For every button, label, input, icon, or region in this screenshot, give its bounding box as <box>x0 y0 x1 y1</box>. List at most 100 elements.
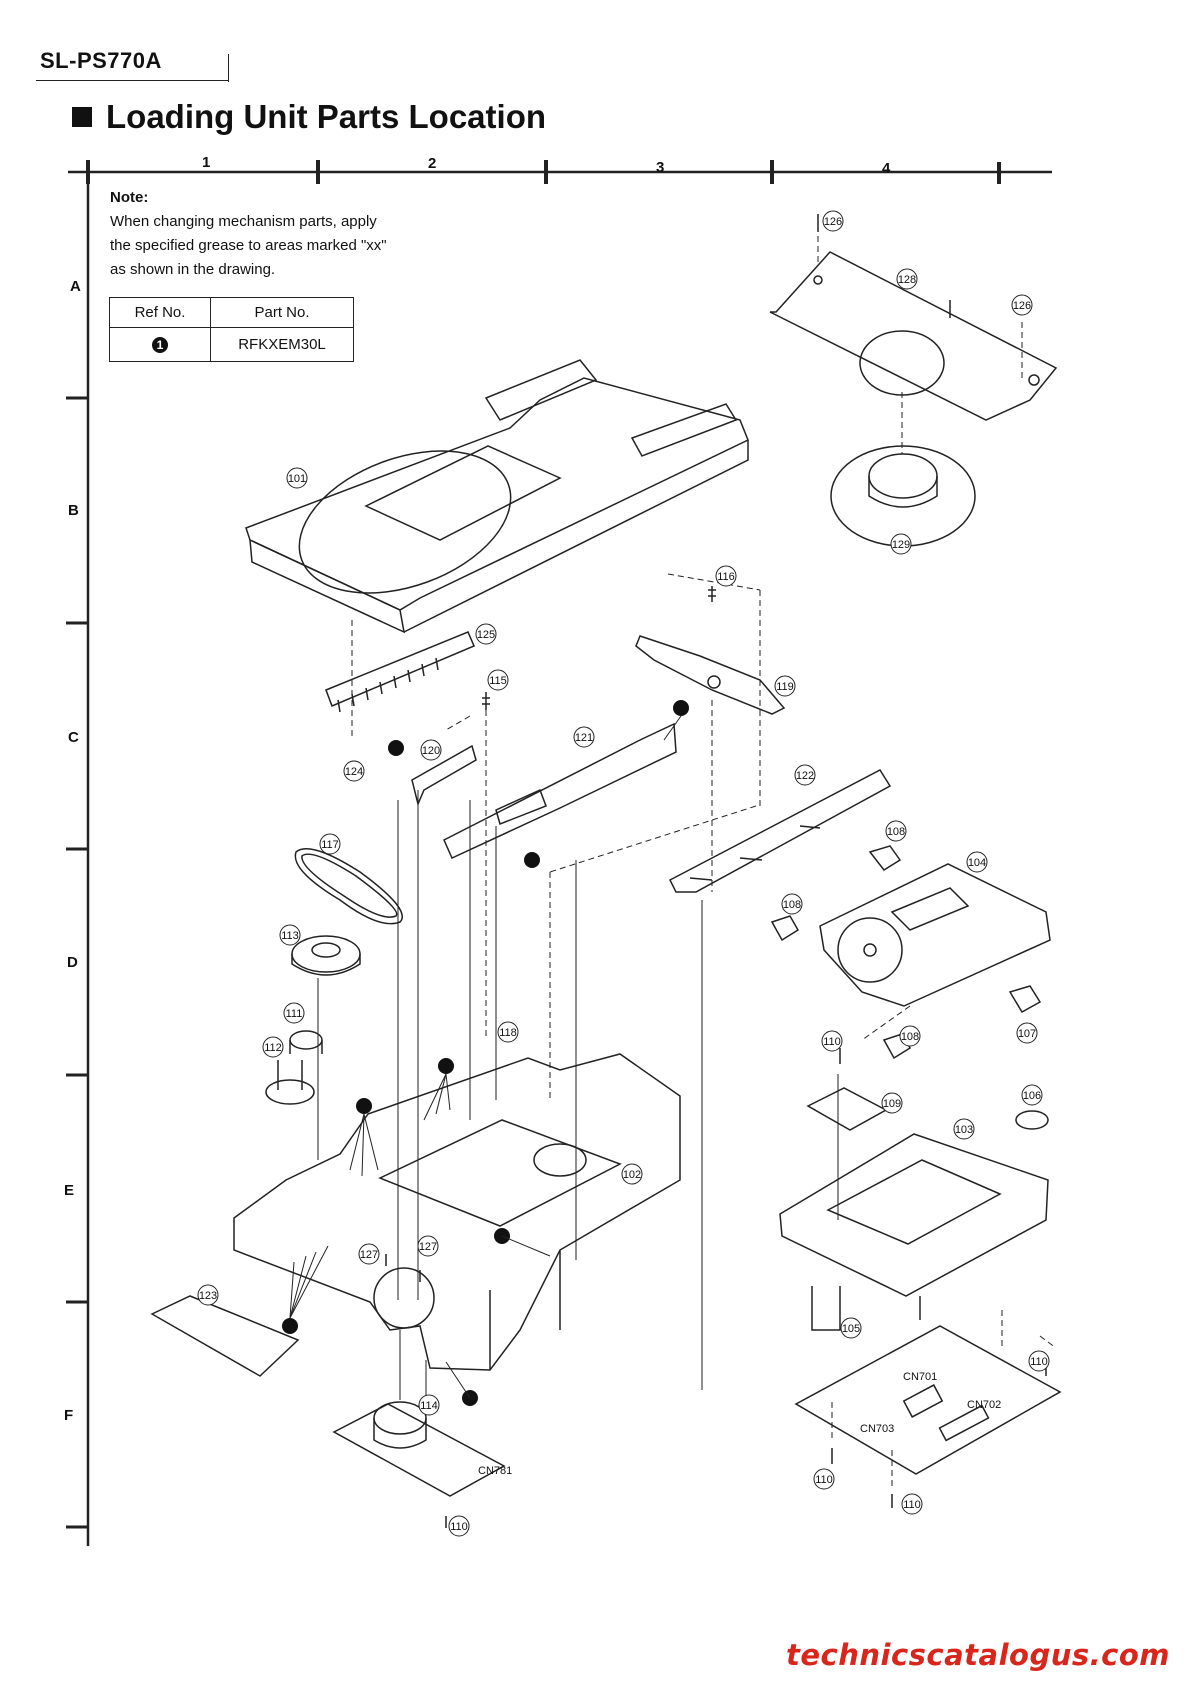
note-line: as shown in the drawing. <box>110 261 276 278</box>
rack-gear-drawing <box>325 631 475 713</box>
gear-drawing <box>265 1030 323 1105</box>
note-block: Note: When changing mechanism parts, app… <box>110 186 387 282</box>
callout-104: 104 <box>966 851 988 873</box>
spring-drawing <box>482 692 490 710</box>
svg-text:101: 101 <box>288 473 306 485</box>
col-label: 4 <box>882 160 891 177</box>
grease-mark-icon <box>673 700 689 716</box>
header-rule-vertical <box>228 54 229 82</box>
bullet-square-icon <box>72 107 92 127</box>
part-cell: RFKXEM30L <box>210 327 354 362</box>
model-number: SL-PS770A <box>40 48 162 73</box>
svg-text:108: 108 <box>783 899 801 911</box>
grease-mark-icon <box>524 852 540 868</box>
grease-mark-icon <box>438 1058 454 1074</box>
svg-text:123: 123 <box>199 1290 217 1302</box>
svg-text:102: 102 <box>623 1169 641 1181</box>
svg-text:110: 110 <box>903 1499 921 1511</box>
callout-124: 124 <box>343 760 365 782</box>
callout-126: 126 <box>1011 294 1033 316</box>
svg-text:109: 109 <box>883 1098 901 1110</box>
part-callouts: 101 102 103 104 105 106 107 108 108 108 … <box>197 210 1050 1537</box>
drive-belt-drawing <box>294 848 403 925</box>
callout-117: 117 <box>319 833 341 855</box>
note-heading: Note: <box>110 189 149 206</box>
guide-lines <box>317 790 839 1420</box>
svg-text:125: 125 <box>477 629 495 641</box>
table-header-row: Ref No. Part No. <box>109 297 354 328</box>
callout-102: 102 <box>621 1163 643 1185</box>
callout-111: 111 <box>283 1002 305 1024</box>
callout-127: 127 <box>417 1235 439 1257</box>
callout-118: 118 <box>497 1021 519 1043</box>
base-chassis-drawing <box>233 1053 681 1371</box>
rubber-mount-drawing <box>770 915 800 942</box>
grease-mark-icon <box>388 740 404 756</box>
svg-text:106: 106 <box>1023 1090 1041 1102</box>
svg-text:113: 113 <box>281 930 299 942</box>
title-block: Loading Unit Parts Location <box>72 98 546 136</box>
col-label: 1 <box>202 154 210 171</box>
svg-text:120: 120 <box>422 745 440 757</box>
svg-text:122: 122 <box>796 770 814 782</box>
callout-125: 125 <box>475 623 497 645</box>
callout-126: 126 <box>822 210 844 232</box>
grease-mark-icon: 1 <box>152 337 168 353</box>
callout-123: 123 <box>197 1284 219 1306</box>
svg-text:111: 111 <box>286 1008 303 1020</box>
drive-belt-drawing <box>301 853 398 918</box>
svg-text:129: 129 <box>892 539 910 551</box>
row-label: D <box>67 954 78 971</box>
arm-drawing <box>411 744 477 807</box>
svg-text:110: 110 <box>450 1521 468 1533</box>
frame <box>66 160 1052 1546</box>
callout-122: 122 <box>794 764 816 786</box>
callout-110: 110 <box>821 1030 843 1052</box>
cam-slider-drawing <box>443 722 677 860</box>
svg-text:128: 128 <box>898 274 916 286</box>
svg-text:108: 108 <box>887 826 905 838</box>
svg-text:127: 127 <box>419 1241 437 1253</box>
svg-text:107: 107 <box>1018 1028 1036 1040</box>
svg-text:110: 110 <box>815 1474 833 1486</box>
watermark: technicscatalogus.com <box>786 1638 1170 1672</box>
connector-label: CN703 <box>860 1423 894 1435</box>
callout-128: 128 <box>896 268 918 290</box>
svg-text:126: 126 <box>824 216 842 228</box>
callout-127: 127 <box>358 1243 380 1265</box>
callout-121: 121 <box>573 726 595 748</box>
rubber-mount-drawing <box>868 845 902 871</box>
grid-labels: 1 2 3 4 A B C D E F <box>64 154 891 1424</box>
callout-108: 108 <box>885 820 907 842</box>
connector-label: CN702 <box>967 1399 1001 1411</box>
row-label: A <box>70 278 81 295</box>
col-label: 3 <box>656 159 664 176</box>
callout-129: 129 <box>890 533 912 555</box>
callout-112: 112 <box>262 1036 284 1058</box>
lever-drawing <box>635 635 786 715</box>
col-label: 2 <box>428 155 436 172</box>
svg-text:110: 110 <box>1030 1356 1048 1368</box>
callout-107: 107 <box>1016 1022 1038 1044</box>
sub-chassis-drawing <box>779 1133 1049 1320</box>
svg-text:121: 121 <box>575 732 593 744</box>
motor-board-drawing <box>332 1401 506 1497</box>
connector-label: CN781 <box>478 1465 512 1477</box>
svg-text:117: 117 <box>321 839 339 851</box>
svg-text:112: 112 <box>264 1042 282 1054</box>
svg-text:118: 118 <box>499 1027 517 1039</box>
callout-105: 105 <box>840 1317 862 1339</box>
rubber-mount-drawing <box>1008 985 1042 1014</box>
callout-103: 103 <box>953 1118 975 1140</box>
ref-table: Ref No. Part No. 1 RFKXEM30L <box>109 297 354 362</box>
svg-text:115: 115 <box>489 675 507 687</box>
part-drawings <box>150 214 1062 1528</box>
svg-text:124: 124 <box>345 766 363 778</box>
grease-mark-icon <box>282 1318 298 1334</box>
callout-119: 119 <box>774 675 796 697</box>
callout-120: 120 <box>420 739 442 761</box>
callout-108: 108 <box>781 893 803 915</box>
callout-101: 101 <box>286 467 308 489</box>
svg-text:114: 114 <box>420 1400 438 1412</box>
